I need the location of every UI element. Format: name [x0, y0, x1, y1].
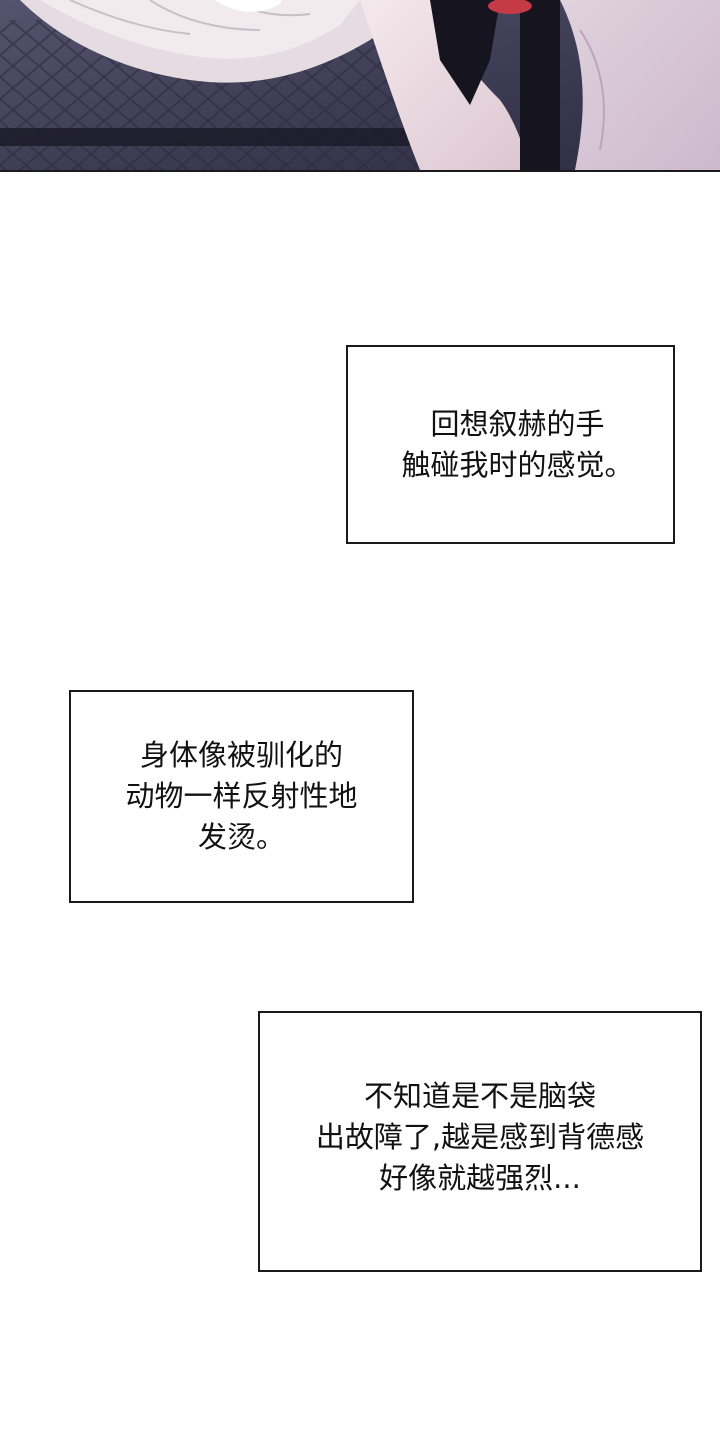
- comic-panel-art: [0, 0, 720, 170]
- caption-line: 发烫。: [197, 820, 285, 854]
- caption-box-2: 身体像被驯化的 动物一样反射性地 发烫。: [69, 690, 414, 903]
- collar-shape: [430, 0, 500, 105]
- caption-line: 触碰我时的感觉。: [401, 447, 634, 482]
- caption-text-1: 回想叙赫的手 触碰我时的感觉。: [401, 404, 633, 486]
- caption-line: 出故障了,越是感到背德感: [315, 1120, 645, 1154]
- neck-shape: [360, 0, 530, 170]
- caption-text-2: 身体像被驯化的 动物一样反射性地 发烫。: [125, 735, 357, 858]
- caption-line: 不知道是不是脑袋: [363, 1079, 596, 1113]
- caption-line: 动物一样反射性地: [125, 779, 358, 813]
- comic-panel-top: [0, 0, 720, 172]
- caption-line: 好像就越强烈...: [379, 1161, 581, 1195]
- shirt-shape: [560, 0, 720, 170]
- caption-line: 回想叙赫的手: [430, 406, 605, 441]
- caption-box-3: 不知道是不是脑袋 出故障了,越是感到背德感 好像就越强烈...: [258, 1011, 702, 1272]
- caption-box-1: 回想叙赫的手 触碰我时的感觉。: [346, 345, 675, 544]
- caption-line: 身体像被驯化的: [139, 738, 343, 772]
- caption-text-3: 不知道是不是脑袋 出故障了,越是感到背德感 好像就越强烈...: [316, 1076, 644, 1199]
